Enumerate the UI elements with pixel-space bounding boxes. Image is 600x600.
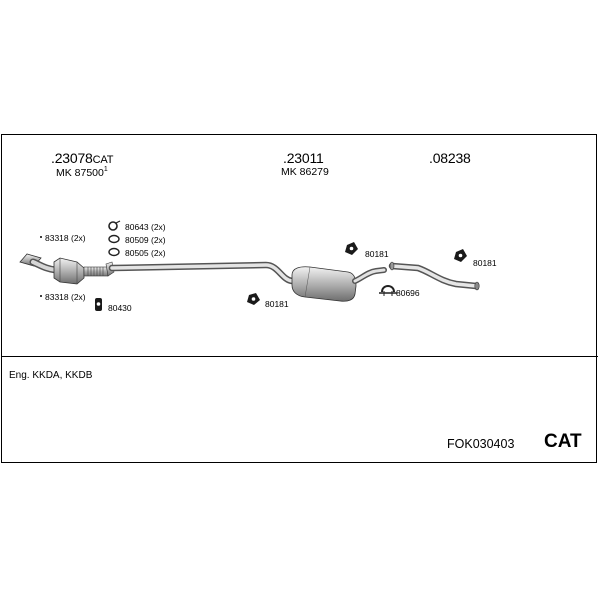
part-number-catalytic-converter[interactable]: .23078CAT (51, 150, 113, 166)
rubber-hanger-icon[interactable] (95, 298, 102, 311)
part-number-text: .08238 (429, 150, 471, 166)
tailpipe-icon[interactable] (388, 261, 480, 291)
front-pipe (108, 261, 296, 285)
category-badge: CAT (544, 431, 582, 452)
catalytic-converter-icon[interactable] (19, 253, 85, 285)
label-hanger-rear[interactable]: 80181 (473, 258, 497, 268)
label-gasket-80505[interactable]: 80505 (2x) (125, 248, 166, 258)
label-hanger-mid-top[interactable]: 80181 (365, 249, 389, 259)
label-hanger-mid-bottom[interactable]: 80181 (265, 299, 289, 309)
label-gasket-80509[interactable]: 80509 (2x) (125, 235, 166, 245)
mounting-kit-middle: MK 86279 (281, 166, 329, 178)
set-number: FOK030403 (447, 437, 515, 451)
part-number-text: .23011 (283, 150, 324, 166)
label-hanger-80430[interactable]: 80430 (108, 303, 132, 313)
part-number-tailpipe[interactable]: .08238 (429, 150, 471, 166)
middle-silencer-icon[interactable] (291, 266, 387, 302)
part-number-middle-silencer[interactable]: .23011 (283, 150, 324, 166)
gasket-icon[interactable] (108, 234, 120, 257)
mounting-kit-text: MK 87500 (56, 167, 104, 179)
label-gasket-bottom[interactable]: 83318 (2x) (45, 292, 86, 302)
section-divider (1, 356, 598, 357)
label-clamp-80643[interactable]: 80643 (2x) (125, 222, 166, 232)
part-number-suffix: CAT (92, 154, 114, 166)
label-clamp-80696[interactable]: 80696 (396, 288, 420, 298)
rubber-hanger-icon[interactable] (345, 242, 358, 255)
part-number-text: .23078 (51, 150, 93, 166)
mounting-kit-text: MK 86279 (281, 166, 329, 178)
engine-codes: Eng. KKDA, KKDB (9, 370, 93, 381)
pipe-clamp-icon[interactable] (108, 220, 121, 231)
mounting-kit-mark: 1 (103, 166, 108, 173)
label-gasket-top[interactable]: 83318 (2x) (45, 233, 86, 243)
rubber-hanger-icon[interactable] (454, 249, 467, 262)
mounting-kit-catalytic: MK 875001 (56, 166, 108, 179)
diagram-frame (1, 134, 597, 463)
rubber-hanger-icon[interactable] (247, 293, 260, 305)
pipe-clamp-icon[interactable] (379, 285, 397, 296)
